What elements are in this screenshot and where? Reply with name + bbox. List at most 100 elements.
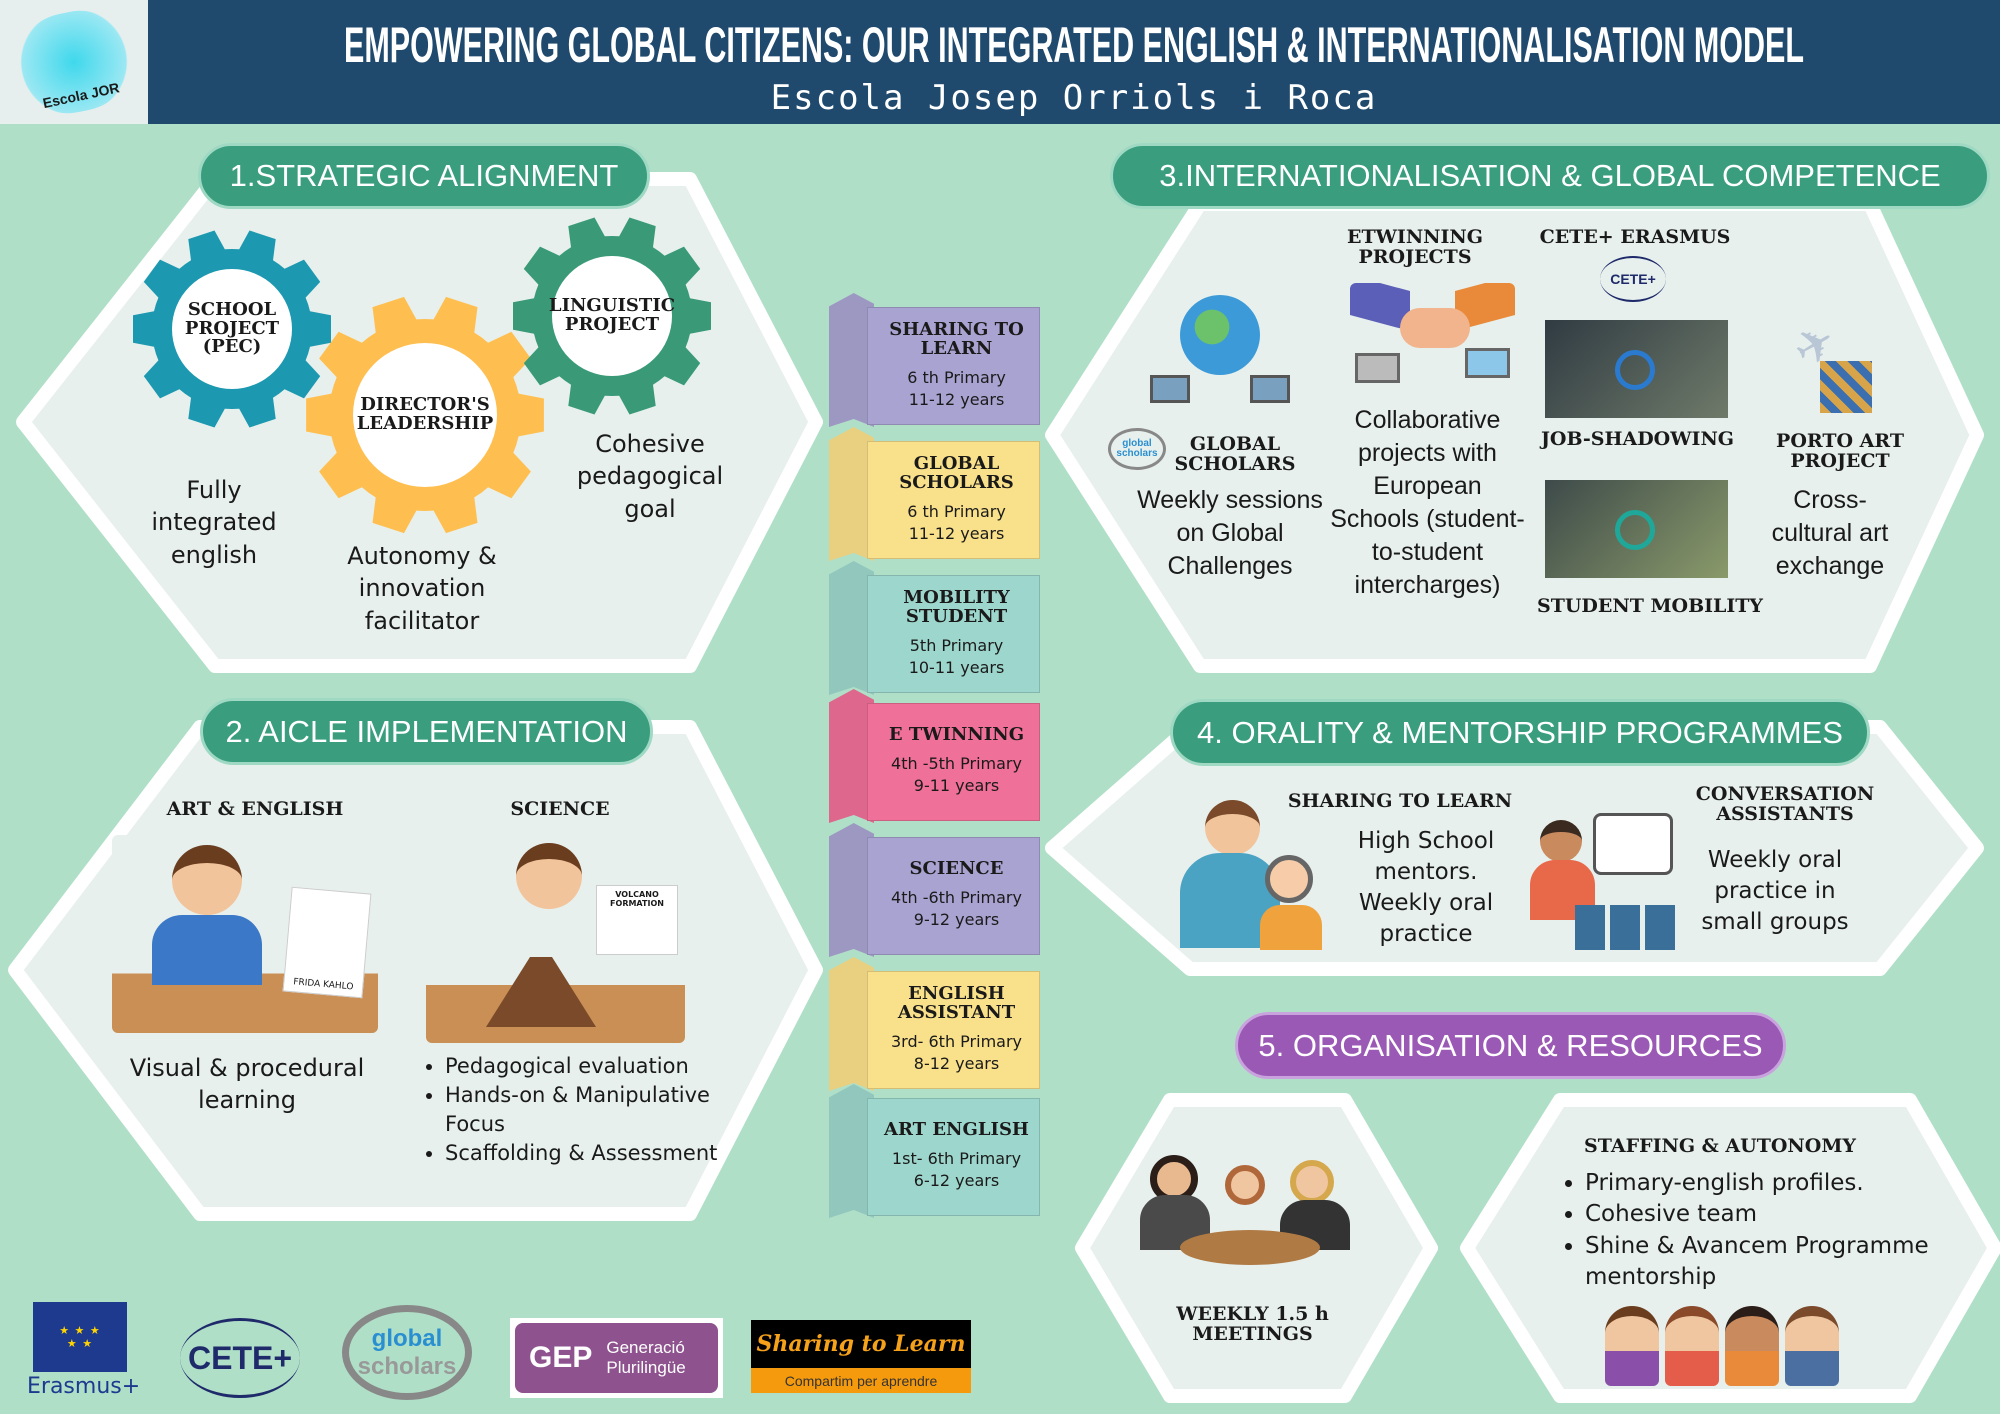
label-art-english: ART & ENGLISH — [166, 798, 344, 820]
gear-center — [172, 269, 292, 389]
ribbon-ages: 6-12 years — [913, 1171, 1000, 1191]
ribbon-fold — [829, 823, 874, 957]
erasmus-logo-text: Erasmus+ — [27, 1374, 141, 1399]
exchange-arrows-icon — [1615, 350, 1655, 390]
ribbon-ages: 8-12 years — [913, 1053, 1000, 1073]
caption-cohesive: Cohesive pedagogical goal — [576, 430, 724, 523]
exchange-arrows-icon — [1615, 510, 1655, 550]
page-title: EMPOWERING GLOBAL CITIZENS: OUR INTEGRAT… — [344, 17, 1804, 73]
laptop-icon — [1355, 353, 1400, 383]
ribbon-grade: 4th -5th Primary — [891, 754, 1022, 774]
label-etwinning: ETWINNING PROJECTS — [1346, 226, 1484, 268]
caption-conversation-assistants: Weekly oral practice in small groups — [1701, 847, 1849, 936]
ribbon-grade: 3rd- 6th Primary — [891, 1031, 1022, 1051]
ribbon-fold — [829, 293, 874, 427]
science-bullets: Pedagogical evaluation Hands-on & Manipu… — [421, 1052, 721, 1168]
label-porto-art: PORTO ART PROJECT — [1776, 430, 1904, 472]
child-headphones — [1265, 855, 1313, 903]
speech-bubble-icon — [1593, 813, 1673, 875]
frida-caption: FRIDA KAHLO — [292, 977, 354, 993]
gear-label: DIRECTOR'S LEADERSHIP — [356, 394, 494, 434]
globe-icon — [1180, 295, 1260, 375]
ribbon-title: SCIENCE — [909, 858, 1004, 880]
child-shirt — [1260, 905, 1322, 950]
teacher-face — [1540, 820, 1582, 862]
caption-porto-art: Cross-cultural art exchange — [1771, 486, 1889, 580]
label-staffing-autonomy: STAFFING & AUTONOMY — [1584, 1135, 1856, 1157]
ribbon-title: ENGLISH ASSISTANT — [897, 982, 1016, 1023]
header-bar — [0, 0, 2000, 124]
ribbon-ages: 11-12 years — [908, 389, 1005, 409]
global-scholars-logo-small: global scholars — [1108, 428, 1166, 470]
ribbon-title: ART ENGLISH — [884, 1119, 1029, 1141]
logo-text: GEP — [529, 1341, 593, 1374]
caption-etwinning: Collaborative projects with European Sch… — [1330, 406, 1525, 599]
ribbon-fold — [829, 561, 874, 695]
staffing-bullets: Primary-english profiles. Cohesive team … — [1561, 1168, 1941, 1293]
laptop-icon — [1250, 375, 1290, 403]
ribbon-grade: 6 th Primary — [907, 367, 1006, 387]
label-sharing-to-learn: SHARING TO LEARN — [1287, 790, 1513, 812]
gear-linguistic-project: LINGUISTIC PROJECT — [512, 216, 712, 416]
ribbon-ages: 10-11 years — [908, 657, 1005, 677]
bullet-item: Cohesive team — [1585, 1199, 1941, 1230]
person-face — [1225, 1165, 1265, 1205]
logo-text: Sharing to Learn — [751, 1320, 971, 1368]
team-member — [1665, 1306, 1719, 1386]
ribbon-ages: 11-12 years — [908, 523, 1005, 543]
gear-school-project: SCHOOL PROJECT (PEC) — [132, 229, 332, 429]
students-group — [1575, 905, 1675, 950]
mentor-face — [1205, 800, 1260, 855]
ribbon-title: GLOBAL SCHOLARS — [899, 452, 1014, 493]
label-conversation-assistants: CONVERSATION ASSISTANTS — [1695, 783, 1875, 825]
meeting-image — [1140, 1150, 1360, 1275]
ribbon-title: MOBILITY STUDENT — [903, 586, 1010, 627]
label-job-shadowing: JOB-SHADOWING — [1540, 428, 1735, 450]
school-logo: Escola JOR — [0, 0, 148, 124]
label-science: SCIENCE — [510, 798, 610, 820]
child-shirt — [152, 915, 262, 985]
page-title-wrapper: EMPOWERING GLOBAL CITIZENS: OUR INTEGRAT… — [344, 17, 1804, 73]
bullet-item: Hands-on & Manipulative Focus — [445, 1081, 721, 1139]
hands — [1400, 308, 1470, 348]
section-title-aicle: 2. AICLE IMPLEMENTATION — [200, 698, 653, 765]
label-cete-erasmus: CETE+ ERASMUS — [1539, 226, 1731, 248]
section-title-organisation: 5. ORGANISATION & RESOURCES — [1235, 1012, 1786, 1079]
label-student-mobility: STUDENT MOBILITY — [1537, 595, 1763, 617]
logo-text: global — [371, 1324, 443, 1352]
ribbon-fold — [829, 427, 874, 561]
gear-center — [552, 256, 672, 376]
caption-sharing-to-learn: High School mentors. Weekly oral practic… — [1357, 828, 1495, 948]
caption-visual-procedural: Visual & procedural learning — [129, 1054, 365, 1115]
volcano-poster: VOLCANO FORMATION — [596, 885, 678, 955]
bullet-item: Shine & Avancem Programme mentorship — [1585, 1231, 1941, 1294]
section-title-orality: 4. ORALITY & MENTORSHIP PROGRAMMES — [1170, 699, 1870, 766]
science-image: VOLCANO FORMATION — [426, 835, 685, 1043]
laptop-icon — [1465, 348, 1510, 378]
sharing-to-learn-logo: Sharing to Learn Compartim per aprendre — [751, 1320, 971, 1393]
volcano-caption: VOLCANO FORMATION — [610, 890, 664, 908]
ribbon-fold — [829, 689, 874, 823]
laptop-icon — [1150, 375, 1190, 403]
logo-text: Escola JOR — [41, 79, 121, 112]
ribbon-ages: 9-11 years — [913, 776, 1000, 796]
logo-text: scholars — [357, 1352, 457, 1380]
gear-label: LINGUISTIC PROJECT — [548, 295, 676, 335]
label-global-scholars: GLOBAL SCHOLARS — [1174, 433, 1296, 475]
logo-text: Generació — [606, 1338, 685, 1358]
